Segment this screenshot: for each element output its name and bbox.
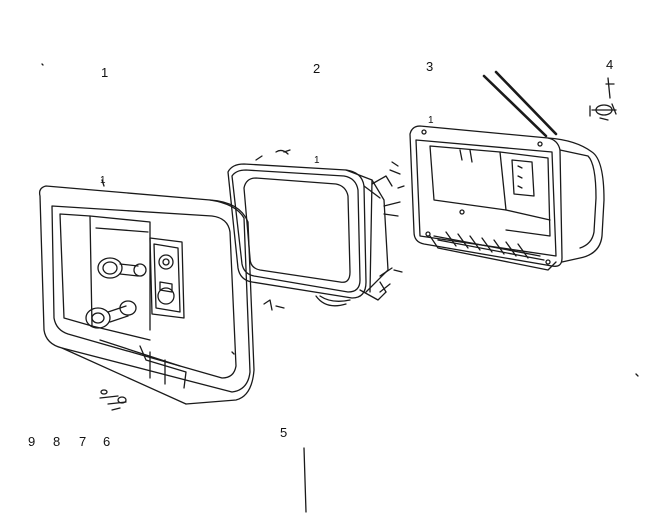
speck <box>635 373 639 377</box>
front-cabinet <box>38 179 255 405</box>
callout-1-front: 1 <box>100 175 106 186</box>
speck <box>41 63 44 66</box>
callout-1: 1 <box>101 65 109 80</box>
front-screws <box>99 389 127 411</box>
callout-4: 4 <box>606 57 614 72</box>
telescopic-antenna <box>482 70 558 138</box>
callout-3: 3 <box>426 59 434 74</box>
picture-tube <box>227 149 405 311</box>
callout-8: 8 <box>53 434 61 449</box>
rear-cabinet <box>409 125 605 271</box>
callout-5: 5 <box>280 425 288 440</box>
callout-1-tube: 1 <box>314 155 320 166</box>
callout-2: 2 <box>313 61 321 76</box>
callout-6: 6 <box>103 434 111 449</box>
callout-9: 9 <box>28 434 36 449</box>
callout-7: 7 <box>79 434 87 449</box>
callout-1-rear: 1 <box>428 115 434 126</box>
part-5-leader <box>303 447 307 513</box>
part-4-fastener <box>589 77 617 121</box>
